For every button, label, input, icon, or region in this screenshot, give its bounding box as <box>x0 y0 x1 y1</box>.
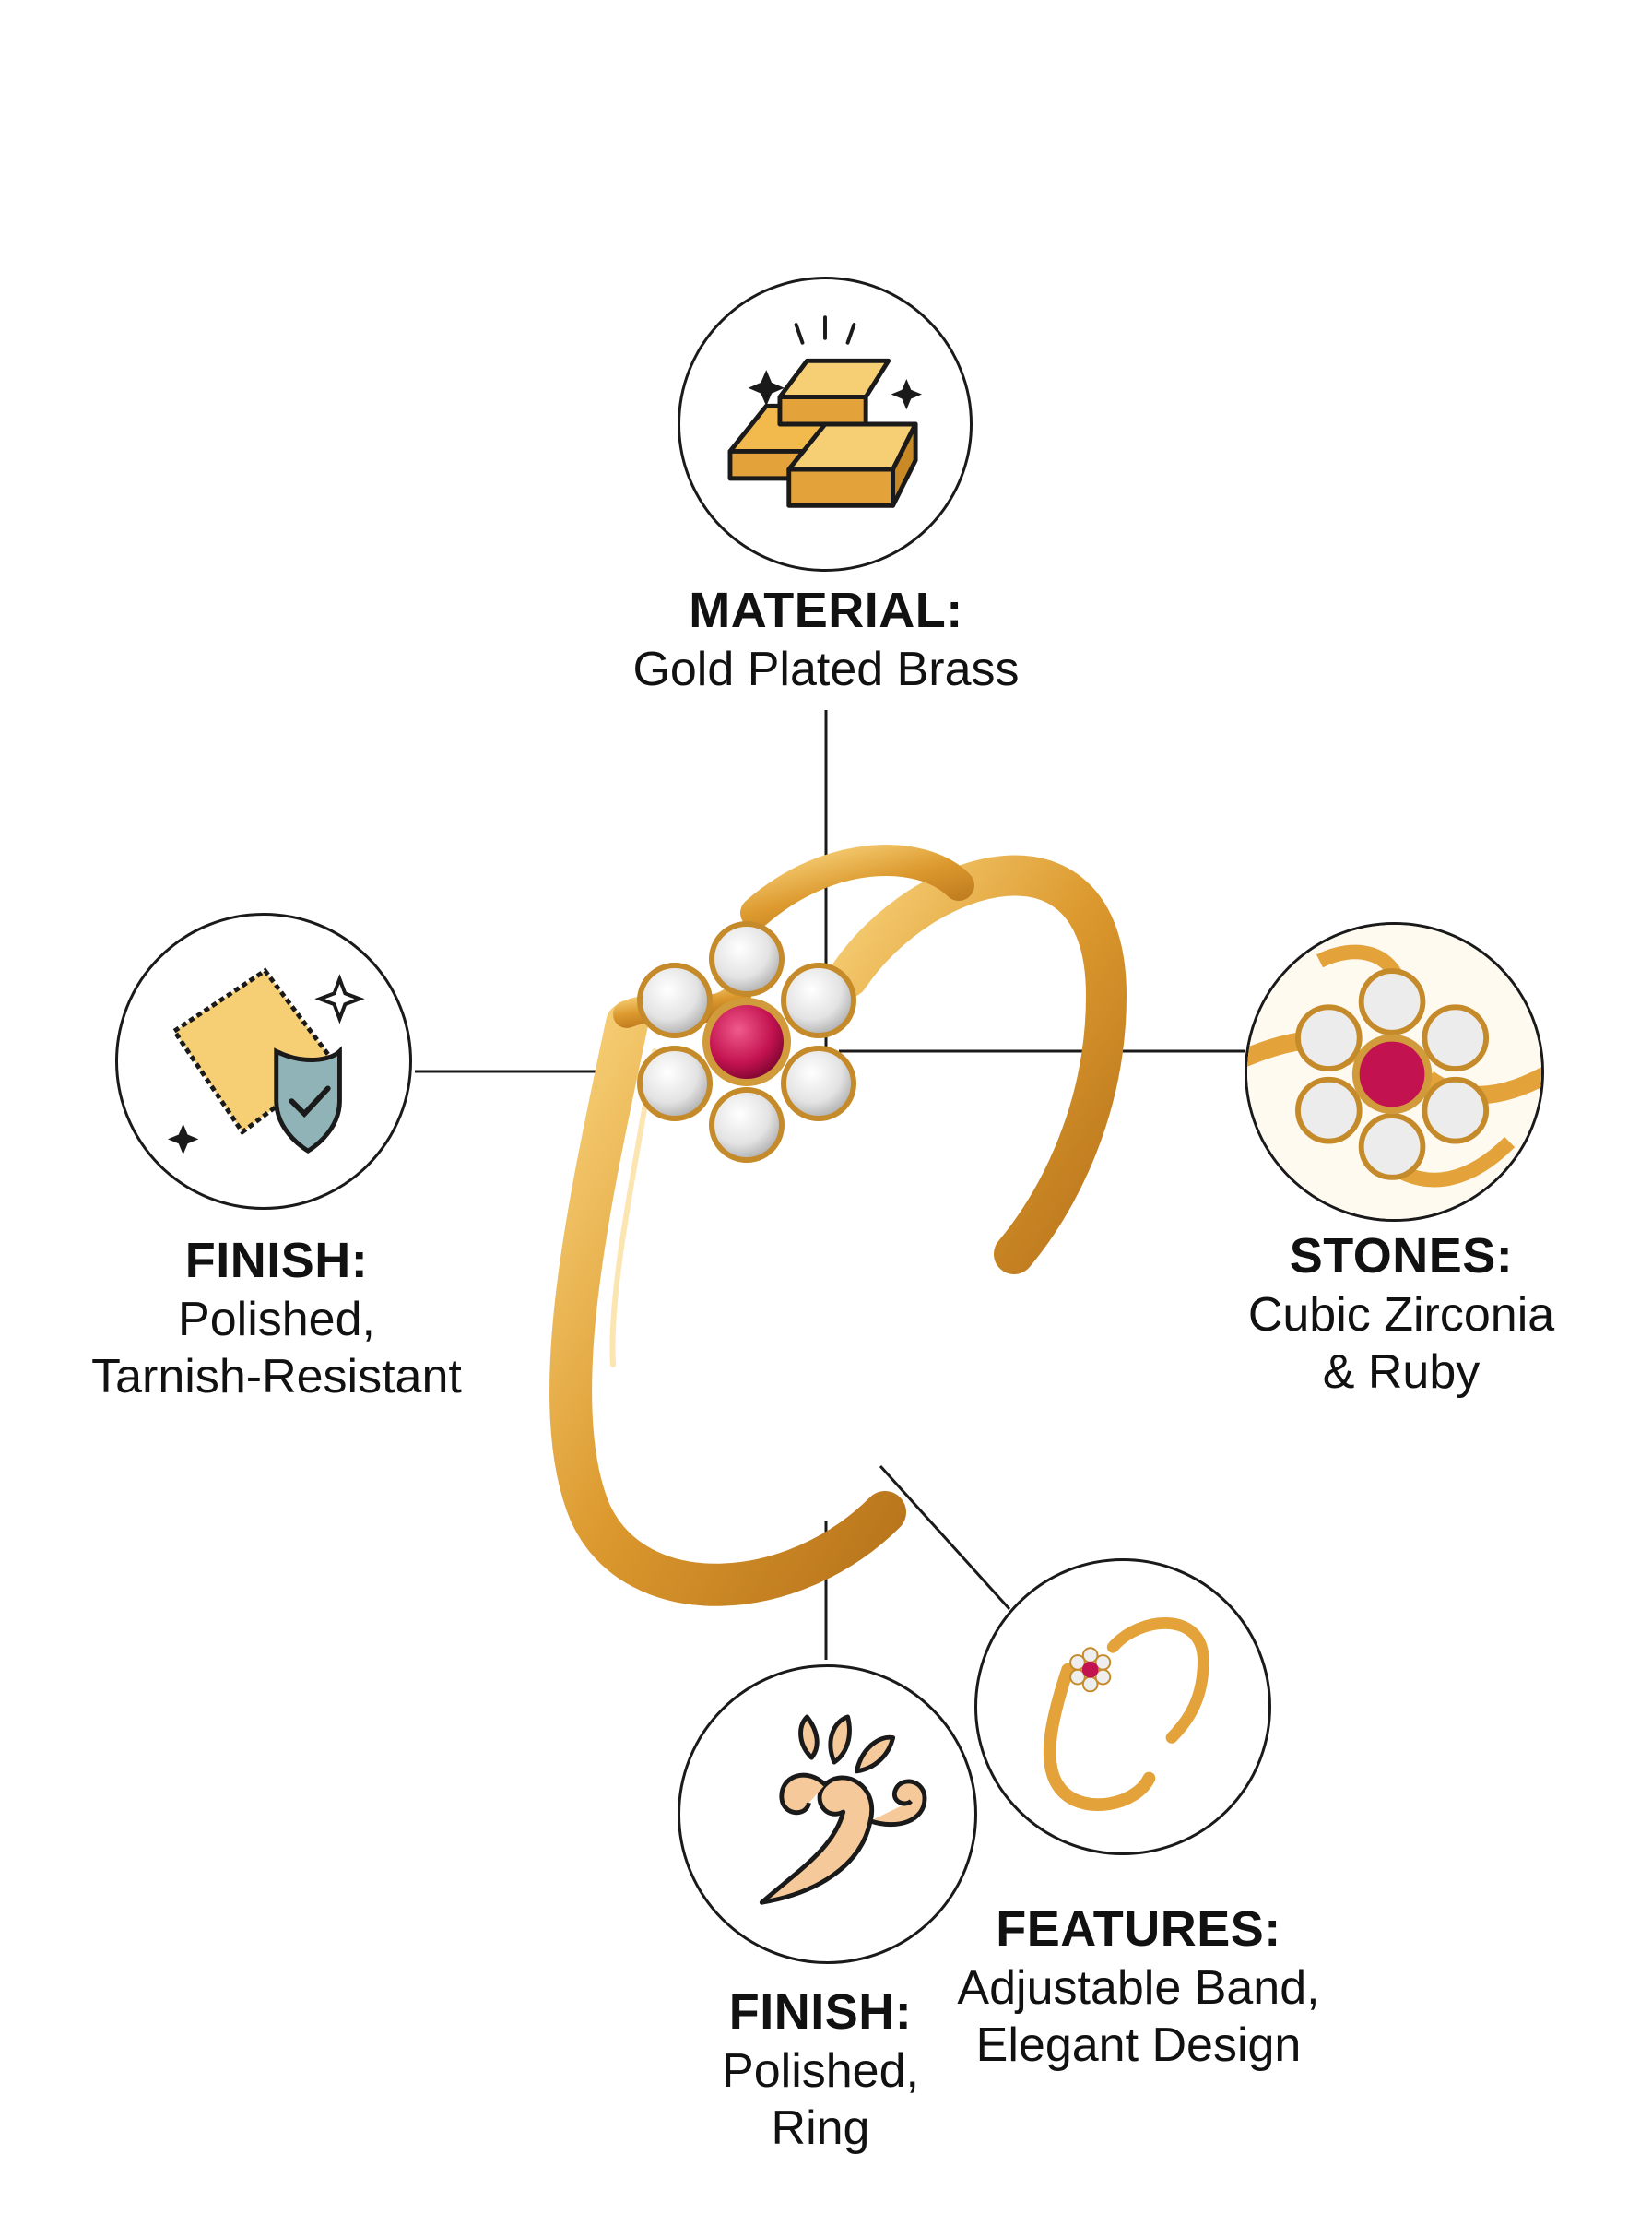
finish-bottom-label: FINISH: Polished, Ring <box>682 1982 959 2158</box>
finish-left-value: Polished, Tarnish-Resistant <box>91 1292 462 1404</box>
finish-left-label: FINISH: Polished, Tarnish-Resistant <box>37 1231 516 1406</box>
features-label: FEATURES: Adjustable Band, Elegant Desig… <box>913 1899 1364 2075</box>
stones-value: Cubic Zirconia & Ruby <box>1247 1287 1555 1400</box>
material-icon-circle <box>678 277 973 572</box>
features-title: FEATURES: <box>996 1901 1281 1957</box>
features-icon-circle <box>974 1558 1271 1855</box>
swirl-icon <box>759 1714 927 1905</box>
stones-label: STONES: Cubic Zirconia & Ruby <box>1171 1226 1632 1402</box>
finish-bottom-title: FINISH: <box>728 1984 913 2040</box>
ring-thumbnail-icon <box>1043 1617 1210 1811</box>
ring-product-image <box>549 845 1127 1606</box>
material-value: Gold Plated Brass <box>632 642 1020 696</box>
finish-icon-circle <box>115 913 412 1210</box>
material-label: MATERIAL: Gold Plated Brass <box>549 581 1103 698</box>
stones-title: STONES: <box>1289 1228 1514 1284</box>
stones-icon-circle <box>1245 922 1544 1222</box>
finish-bottom-icon-circle <box>678 1664 977 1964</box>
features-value: Adjustable Band, Elegant Design <box>957 1960 1320 2073</box>
finish-left-title: FINISH: <box>184 1233 369 1288</box>
gold-bars-icon <box>727 315 922 508</box>
flower-stone-closeup-icon <box>1247 925 1541 1219</box>
polishing-cloth-shield-icon <box>167 967 365 1155</box>
material-title: MATERIAL: <box>689 583 963 638</box>
finish-bottom-value: Polished, Ring <box>722 2043 919 2156</box>
